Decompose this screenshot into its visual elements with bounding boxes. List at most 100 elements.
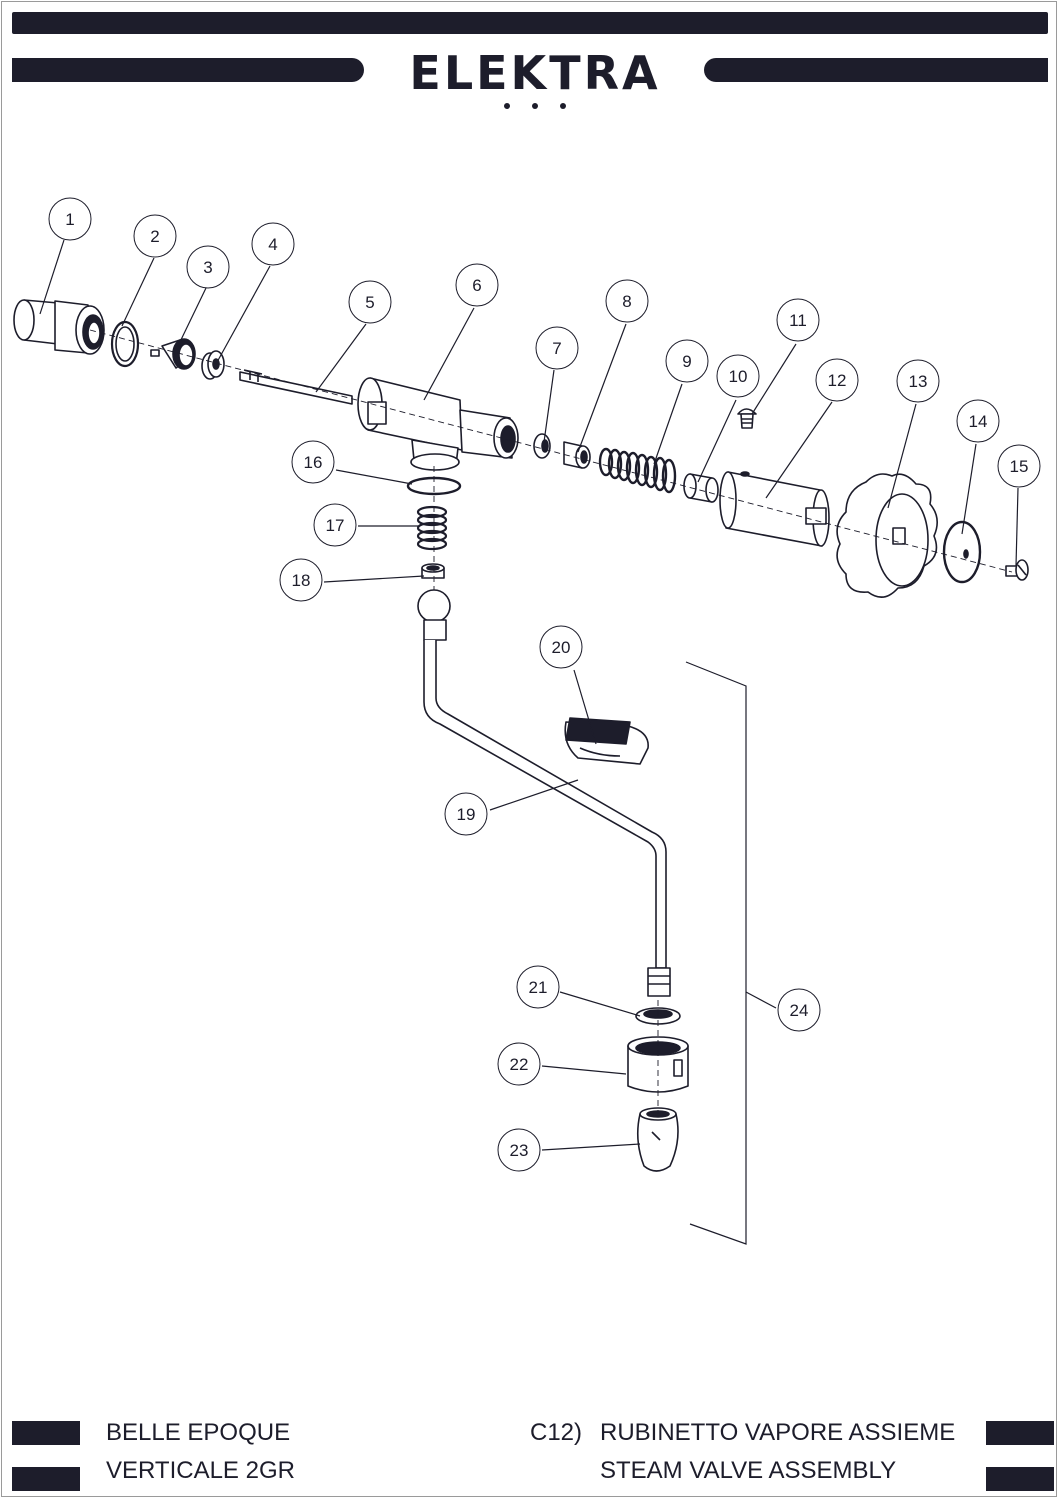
callout-label: 6 bbox=[472, 276, 481, 295]
callout-circle bbox=[516, 965, 560, 1009]
callout-label: 13 bbox=[909, 372, 928, 391]
callout-circle bbox=[605, 279, 649, 323]
footer-right-block-2 bbox=[986, 1467, 1054, 1491]
callout-14: 14 bbox=[956, 399, 1000, 443]
callout-label: 20 bbox=[552, 638, 571, 657]
footer-left-block-2 bbox=[12, 1467, 80, 1491]
callout-label: 1 bbox=[65, 210, 74, 229]
brand-logo: ELEKTRA bbox=[380, 40, 690, 110]
callout-circle bbox=[348, 280, 392, 324]
callout-1: 1 bbox=[48, 197, 92, 241]
callout-23: 23 bbox=[497, 1128, 541, 1172]
part-17-spring bbox=[416, 505, 448, 551]
callout-circle bbox=[815, 358, 859, 402]
callout-2: 2 bbox=[133, 214, 177, 258]
part-23-grip bbox=[564, 717, 649, 765]
assembly-axis-lines bbox=[89, 329, 1013, 1114]
callout-circle bbox=[896, 359, 940, 403]
callout-circle bbox=[133, 214, 177, 258]
callout-8: 8 bbox=[605, 279, 649, 323]
part-22-tip bbox=[636, 1107, 679, 1172]
callout-circle bbox=[497, 1128, 541, 1172]
section-code: C12) bbox=[530, 1419, 583, 1446]
callout-6: 6 bbox=[455, 263, 499, 307]
callout-label: 21 bbox=[529, 978, 548, 997]
callout-label: 9 bbox=[682, 352, 691, 371]
callout-circle bbox=[455, 263, 499, 307]
part-15-screw bbox=[1005, 559, 1029, 581]
part-12-handle-hub bbox=[719, 471, 830, 547]
callout-circle bbox=[48, 197, 92, 241]
callout-3: 3 bbox=[186, 245, 230, 289]
part-6-valve-body bbox=[357, 377, 519, 471]
callout-18: 18 bbox=[279, 558, 323, 602]
footer-right-block-1 bbox=[986, 1421, 1054, 1445]
callout-circle bbox=[776, 298, 820, 342]
callout-label: 10 bbox=[729, 367, 748, 386]
callout-24: 24 bbox=[777, 988, 821, 1032]
callout-circle bbox=[313, 503, 357, 547]
callout-12: 12 bbox=[815, 358, 859, 402]
title-italian: RUBINETTO VAPORE ASSIEME bbox=[600, 1419, 956, 1446]
part-19-steam-wand bbox=[417, 589, 671, 997]
callout-circle bbox=[497, 1042, 541, 1086]
callout-circle bbox=[186, 245, 230, 289]
part-14-center bbox=[963, 549, 969, 559]
callout-circle bbox=[291, 440, 335, 484]
callout-circle bbox=[539, 625, 583, 669]
callout-label: 19 bbox=[457, 805, 476, 824]
callout-20: 20 bbox=[539, 625, 583, 669]
callout-label: 14 bbox=[969, 412, 988, 431]
callout-7: 7 bbox=[535, 326, 579, 370]
callout-label: 22 bbox=[510, 1055, 529, 1074]
footer-left-block-1 bbox=[12, 1421, 80, 1445]
title-english: STEAM VALVE ASSEMBLY bbox=[600, 1457, 897, 1484]
callout-17: 17 bbox=[313, 503, 357, 547]
callout-19: 19 bbox=[444, 792, 488, 836]
callout-label: 11 bbox=[789, 311, 807, 330]
brand-name: ELEKTRA bbox=[409, 46, 661, 100]
callout-circle bbox=[535, 326, 579, 370]
callout-label: 16 bbox=[304, 453, 323, 472]
model-line-1: BELLE EPOQUE bbox=[106, 1419, 291, 1446]
callout-label: 7 bbox=[552, 339, 561, 358]
callout-label: 5 bbox=[365, 293, 374, 312]
callout-label: 2 bbox=[150, 227, 159, 246]
callout-circle bbox=[777, 988, 821, 1032]
callout-11: 11 bbox=[776, 298, 820, 342]
callout-label: 15 bbox=[1010, 457, 1029, 476]
assembly-bracket-24 bbox=[685, 661, 747, 1245]
part-18-seat bbox=[421, 563, 445, 579]
callout-15: 15 bbox=[997, 444, 1041, 488]
callout-16: 16 bbox=[291, 440, 335, 484]
callout-9: 9 bbox=[665, 339, 709, 383]
header-top-bar bbox=[12, 12, 1048, 34]
part-8-bushing bbox=[563, 441, 591, 469]
header-left-bar bbox=[12, 58, 364, 82]
callout-21: 21 bbox=[516, 965, 560, 1009]
callout-label: 23 bbox=[510, 1141, 529, 1160]
part-10-sleeve bbox=[683, 473, 719, 503]
callout-13: 13 bbox=[896, 359, 940, 403]
part-3-cap bbox=[150, 338, 196, 370]
part-14-cover-disc bbox=[942, 520, 982, 584]
callout-circle bbox=[279, 558, 323, 602]
part-2-oring bbox=[110, 320, 140, 368]
callout-circle bbox=[251, 222, 295, 266]
callout-circle bbox=[716, 354, 760, 398]
callout-10: 10 bbox=[716, 354, 760, 398]
part-7-hole bbox=[541, 439, 549, 453]
callout-circle bbox=[956, 399, 1000, 443]
leader-lines bbox=[39, 239, 1019, 1151]
callout-circle bbox=[997, 444, 1041, 488]
callout-5: 5 bbox=[348, 280, 392, 324]
part-1-fitting bbox=[13, 299, 105, 355]
callout-22: 22 bbox=[497, 1042, 541, 1086]
callout-label: 24 bbox=[790, 1001, 809, 1020]
part-11-screw bbox=[737, 408, 757, 429]
callout-label: 3 bbox=[203, 258, 212, 277]
callout-label: 4 bbox=[268, 235, 277, 254]
